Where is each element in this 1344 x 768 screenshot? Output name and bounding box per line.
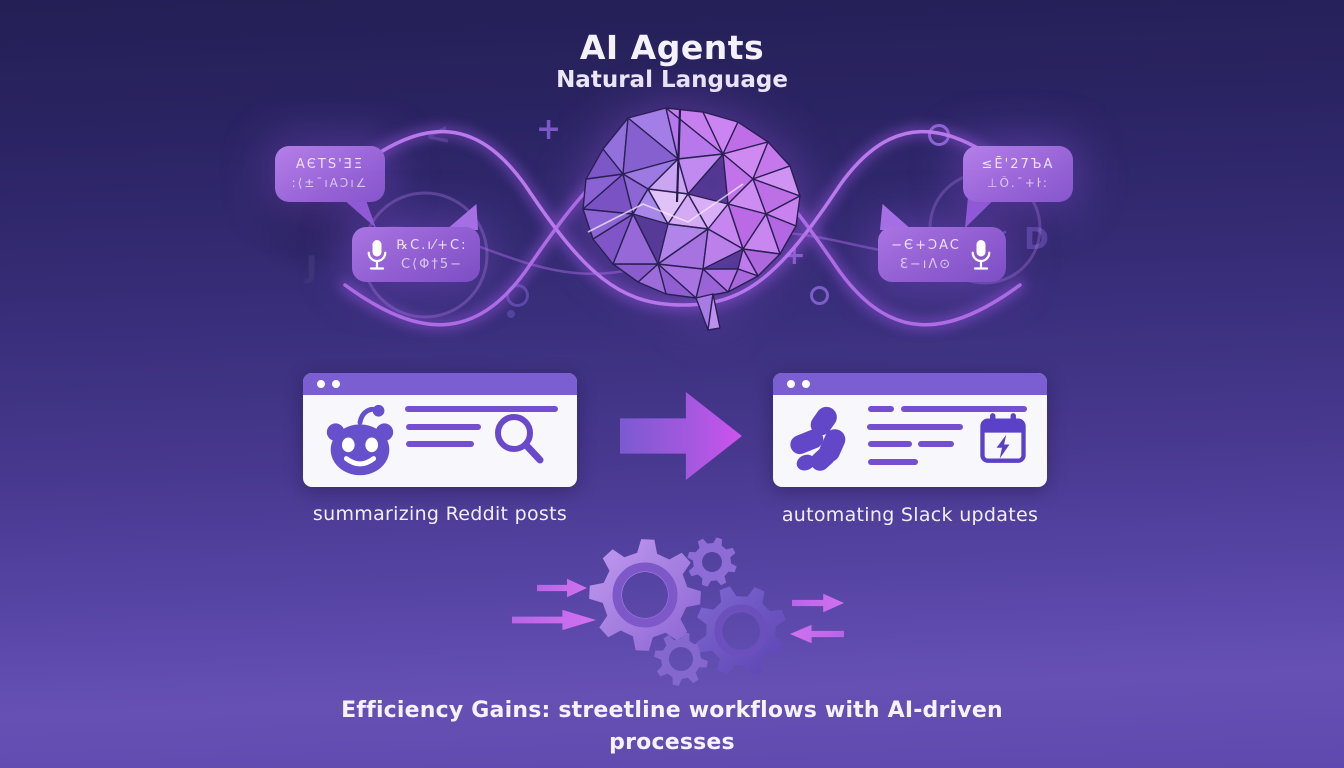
microphone-icon [971,239,991,270]
gear-icon [589,539,701,651]
gear-hub-ring [714,604,768,658]
window-dot [317,380,325,388]
circle-decor-icon [810,286,829,305]
speech-bubble-left-top: AЄTS'ƎΞ :⟨±¯ıAƆı∠ [275,146,385,202]
page-subtitle: Natural Language [556,67,788,93]
text-line [918,441,954,447]
garbled-text: −Є+ƆAC [891,237,961,253]
garbled-text: ⊥Ō.¯+ŀ: [987,176,1049,190]
left-window-caption: summarizing Reddit posts [312,503,568,525]
gear-icon [654,632,708,686]
reddit-icon [326,404,394,476]
gear-icon [687,537,737,587]
text-line [406,441,474,447]
gear-icon [696,586,786,676]
text-line [868,459,918,465]
calendar-bolt-icon [980,413,1026,463]
reddit-browser-window [303,373,577,487]
window-dot [802,380,810,388]
text-line [868,441,912,447]
garbled-text: ℞C.ı⁄+C: [396,237,468,253]
window-titlebar [773,373,1047,395]
garbled-text-block: −Є+ƆAC Ɛ−ıΛ⊙ [891,236,961,274]
garbled-text: AЄTS'ƎΞ [295,157,365,172]
gears-graphic [589,537,786,686]
j-shape-decor-icon: J [306,250,318,285]
dot-decor-icon [507,310,515,318]
text-line [406,424,481,430]
footer-caption: Efficiency Gains: streetline workflows w… [341,698,1003,755]
gear-hub-ring [612,562,678,628]
window-dot [332,380,340,388]
slack-icon [790,406,846,471]
right-window-caption: automating Slack updates [781,504,1039,526]
page-title: AI Agents [579,28,765,67]
window-dot [787,380,795,388]
garbled-text: :⟨±¯ıAƆı∠ [291,176,369,190]
text-line [901,406,1027,412]
search-icon [495,414,544,464]
text-line [867,424,963,430]
text-line [405,406,558,412]
d-shape-decor-icon: D [1024,222,1049,257]
microphone-icon [367,239,386,270]
speech-bubble-right-top: ≤Ē'27ЪA ⊥Ō.¯+ŀ: [963,146,1073,202]
brain-graphic [582,107,801,331]
speech-bubble-left-mic: ℞C.ı⁄+C: C⟨Φ†5− [352,227,480,282]
slack-browser-window [773,373,1047,487]
speech-bubble-right-mic: −Є+ƆAC Ɛ−ıΛ⊙ [878,227,1006,282]
garbled-text-block: ℞C.ı⁄+C: C⟨Φ†5− [397,236,468,274]
garbled-text: Ɛ−ıΛ⊙ [899,256,953,272]
text-line [868,406,894,412]
garbled-text: C⟨Φ†5− [400,256,464,272]
window-titlebar [303,373,577,395]
plus-left-decor-icon: + [536,112,562,147]
garbled-text: ≤Ē'27ЪA [981,157,1055,172]
